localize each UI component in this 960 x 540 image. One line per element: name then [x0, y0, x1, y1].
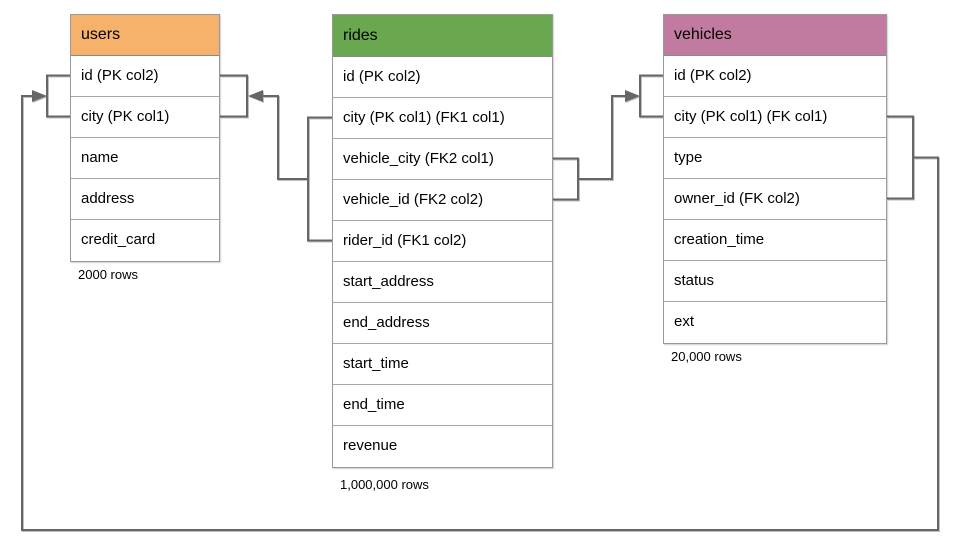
column-cell: start_address — [333, 262, 552, 303]
rides-right-bracket — [553, 157, 579, 201]
column-cell: status — [664, 261, 886, 302]
column-cell: owner_id (FK col2) — [664, 179, 886, 220]
table-vehicles: vehicles id (PK col2) city (PK col1) (FK… — [663, 14, 887, 344]
rides-row-count: 1,000,000 rows — [340, 477, 429, 492]
users-left-bracket — [46, 74, 70, 118]
column-cell: city (PK col1) (FK col1) — [664, 97, 886, 138]
fk-rides-to-users-connector — [220, 74, 332, 242]
table-rides-header: rides — [333, 15, 552, 57]
column-cell: city (PK col1) (FK1 col1) — [333, 98, 552, 139]
column-cell: start_time — [333, 344, 552, 385]
column-cell: revenue — [333, 426, 552, 467]
fk-rides-users-route — [263, 95, 308, 180]
arrowhead-into-users-right — [248, 90, 263, 102]
column-cell: vehicle_id (FK2 col2) — [333, 180, 552, 221]
column-cell: id (PK col2) — [664, 56, 886, 97]
column-cell: city (PK col1) — [71, 97, 219, 138]
arrowhead-into-vehicles-left — [625, 90, 640, 102]
column-cell: end_time — [333, 385, 552, 426]
column-cell: type — [664, 138, 886, 179]
table-users-header: users — [71, 15, 219, 56]
column-cell: address — [71, 179, 219, 220]
column-cell: ext — [664, 302, 886, 343]
rides-left-bracket — [307, 116, 332, 242]
vehicles-left-bracket — [639, 74, 663, 118]
users-right-bracket — [220, 74, 248, 118]
column-cell: vehicle_city (FK2 col1) — [333, 139, 552, 180]
column-cell: id (PK col2) — [333, 57, 552, 98]
arrowhead-into-users-left — [32, 90, 47, 102]
column-cell: creation_time — [664, 220, 886, 261]
column-cell: rider_id (FK1 col2) — [333, 221, 552, 262]
table-users: users id (PK col2) city (PK col1) name a… — [70, 14, 220, 262]
column-cell: credit_card — [71, 220, 219, 261]
table-rides: rides id (PK col2) city (PK col1) (FK1 c… — [332, 14, 553, 468]
fk-rides-to-vehicles-connector — [553, 74, 663, 201]
table-vehicles-header: vehicles — [664, 15, 886, 56]
vehicles-right-bracket — [887, 115, 914, 200]
column-cell: id (PK col2) — [71, 56, 219, 97]
vehicles-row-count: 20,000 rows — [671, 349, 742, 364]
column-cell: name — [71, 138, 219, 179]
column-cell: end_address — [333, 303, 552, 344]
fk-rides-vehicles-route — [578, 95, 626, 180]
users-row-count: 2000 rows — [78, 267, 138, 282]
